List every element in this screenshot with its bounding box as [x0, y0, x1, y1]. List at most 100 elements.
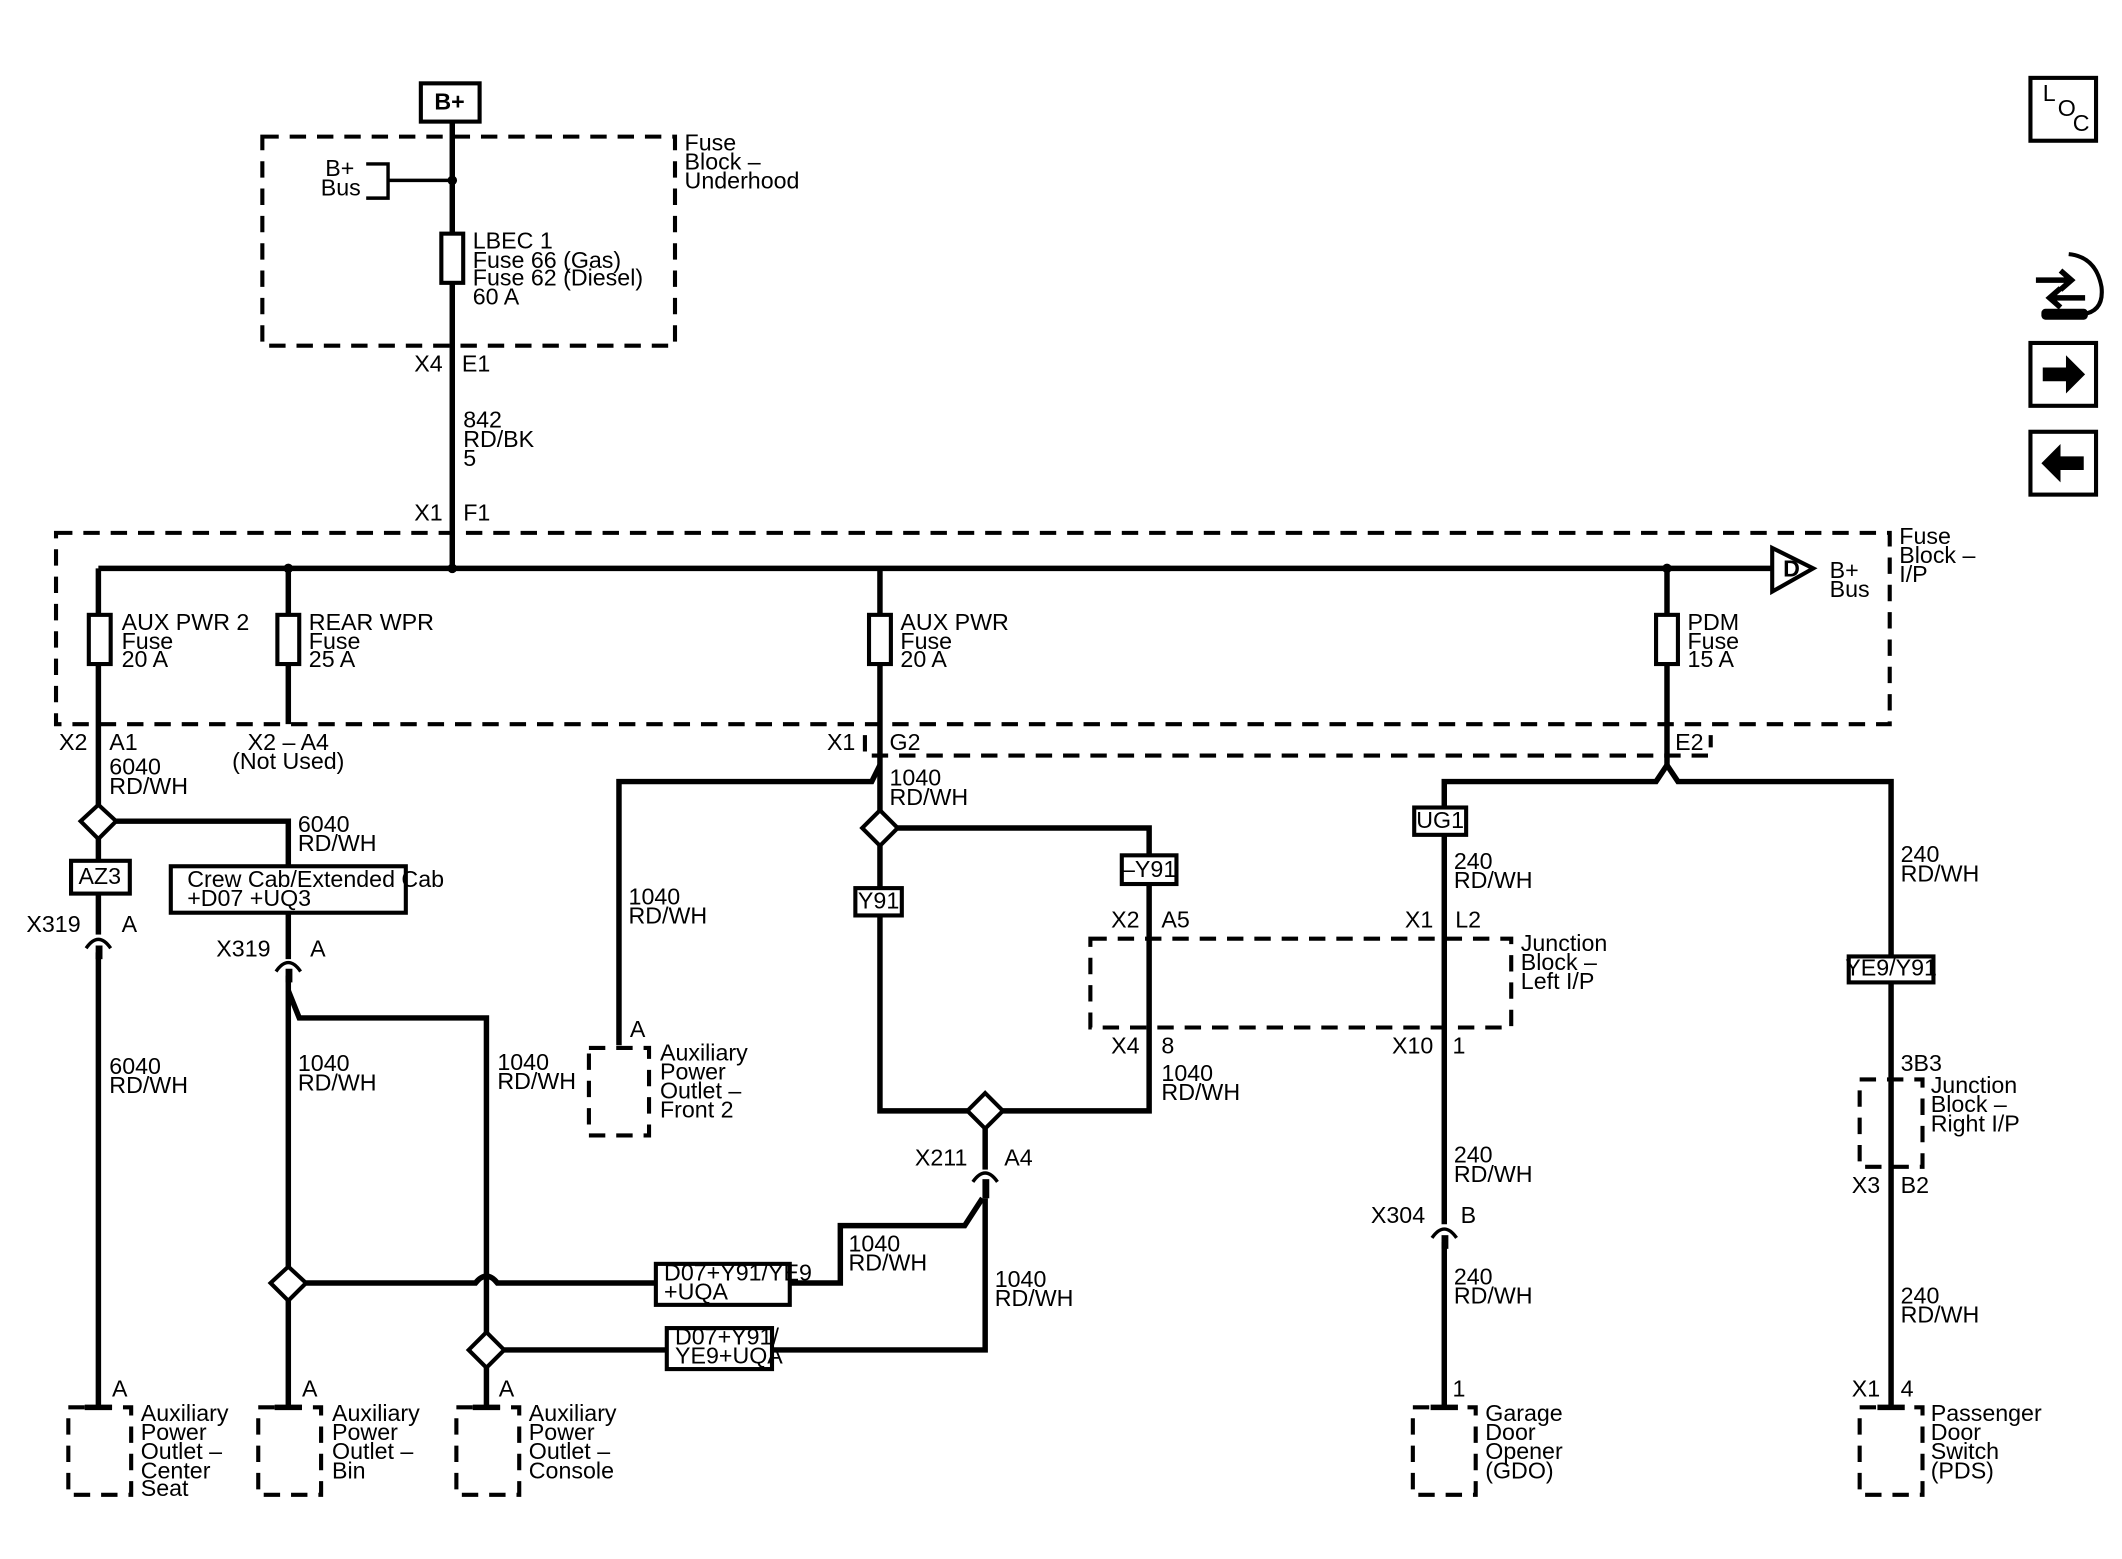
option-minus-y91	[1119, 853, 1179, 887]
option-ye9-y91	[1846, 954, 1936, 985]
component-aux-console	[454, 1405, 522, 1497]
junction-block-right-ip-label: Junction Block – Right I/P	[1931, 1072, 2024, 1136]
pin-pds-4: 4	[1901, 1375, 1914, 1401]
loc-button[interactable]: L O C	[2028, 75, 2099, 143]
fuse-aux-pwr	[866, 612, 893, 667]
fuse-aux-pwr-label: AUX PWR Fuse 20 A	[900, 609, 1015, 672]
wire-label-1040-upper: 1040 RD/WH	[849, 1231, 928, 1276]
component-pds-label: Passenger Door Switch (PDS)	[1931, 1400, 2048, 1483]
component-aux-bin	[256, 1405, 324, 1497]
pin-jb-left-8: 8	[1161, 1032, 1174, 1058]
connector-x319-a: X319	[26, 911, 80, 937]
fuse-pdm-label: PDM Fuse 15 A	[1687, 609, 1745, 672]
component-garage-door-opener	[1410, 1405, 1478, 1497]
underhood-bus-label: B+ Bus	[321, 155, 361, 200]
component-aux-console-label: Auxiliary Power Outlet – Console	[529, 1400, 623, 1483]
option-crew-cab	[168, 864, 408, 915]
option-d07-lower	[664, 1326, 775, 1372]
fuse-block-ip-title: Fuse Block – I/P	[1899, 523, 1982, 587]
wire-label-240-a: 240 RD/WH	[1454, 848, 1533, 893]
fuse-rear-wpr-label: REAR WPR Fuse 25 A	[309, 609, 441, 672]
connector-jb-left-x2: X2	[1111, 907, 1139, 933]
pin-gdo-1: 1	[1452, 1375, 1465, 1401]
connector-x2: X2	[59, 729, 87, 755]
not-used-label: (Not Used)	[232, 748, 344, 774]
wire-label-240-b: 240 RD/WH	[1454, 1142, 1533, 1187]
fuse-block-underhood	[260, 134, 678, 348]
splice-1040	[859, 807, 901, 849]
fuse-lbec1-label: LBEC 1 Fuse 66 (Gas) Fuse 62 (Diesel) 60…	[473, 228, 650, 310]
power-source-label: B+	[434, 88, 464, 114]
component-passenger-door-switch	[1857, 1405, 1925, 1497]
arrow-left-icon	[2041, 444, 2084, 483]
option-ug1-label: UG1	[1416, 807, 1464, 833]
splice-console	[465, 1329, 508, 1371]
wire-label-6040-b: 6040 RD/WH	[298, 811, 377, 856]
component-aux-center-seat-label: Auxiliary Power Outlet – Center Seat	[141, 1400, 235, 1501]
feed-wire-label: 842 RD/BK 5	[463, 407, 540, 471]
junction-block-left-ip-label: Junction Block – Left I/P	[1521, 930, 1614, 994]
pin-jb-left-l2: L2	[1455, 907, 1481, 933]
pin-a1: A1	[109, 729, 137, 755]
pin-x211-a4: A4	[1004, 1144, 1032, 1170]
connector-x304: X304	[1371, 1202, 1425, 1228]
fuse-aux-pwr-2	[86, 612, 113, 667]
pin-jb-right-3b3: 3B3	[1901, 1050, 1942, 1076]
svg-text:O: O	[2058, 95, 2076, 121]
splice-6040	[77, 801, 120, 842]
wire-label-1040-bin: 1040 RD/WH	[298, 1050, 377, 1095]
bus-letter-d: D	[1783, 556, 1800, 582]
option-minus-y91-label: –Y91	[1122, 856, 1176, 882]
fuse-rear-wpr	[275, 612, 302, 667]
pin-f1: F1	[463, 500, 490, 526]
wire-label-1040-console: 1040 RD/WH	[497, 1049, 576, 1094]
connector-jb-left-x4: X4	[1111, 1032, 1139, 1058]
next-page-button[interactable]	[2028, 340, 2099, 408]
pin-e2: E2	[1675, 729, 1703, 755]
harness-connector-icon[interactable]	[2035, 252, 2104, 320]
connector-jb-left-x10: X10	[1392, 1032, 1433, 1058]
splice-bin	[267, 1263, 310, 1304]
option-y91-label: Y91	[858, 888, 899, 914]
fuse-block-ip	[53, 530, 1892, 727]
wire-label-1040-jb: 1040 RD/WH	[1161, 1060, 1240, 1105]
connector-x211: X211	[915, 1144, 968, 1170]
ip-bus-label: B+ Bus	[1830, 557, 1870, 602]
connector-x4: X4	[414, 351, 442, 377]
wire-label-240-c: 240 RD/WH	[1454, 1263, 1533, 1308]
pin-center-a: A	[112, 1375, 128, 1401]
option-ug1	[1412, 805, 1469, 837]
pin-e1: E1	[462, 351, 490, 377]
junction-block-left-ip	[1088, 936, 1514, 1030]
wire-label-1040-front: 1040 RD/WH	[629, 884, 708, 929]
connector-x1-bracket	[862, 735, 1713, 758]
component-aux-front-label: Auxiliary Power Outlet – Front 2	[660, 1039, 754, 1122]
connector-jb-left-x1: X1	[1405, 907, 1433, 933]
wire-label-240-e: 240 RD/WH	[1901, 1282, 1980, 1327]
connector-x319-b: X319	[216, 935, 270, 961]
bus-bracket	[366, 162, 390, 200]
option-ye9-y91-label: YE9/Y91	[1845, 955, 1937, 981]
fuse-lbec1	[439, 231, 466, 285]
junction-block-right-ip	[1857, 1077, 1925, 1169]
svg-text:L: L	[2043, 80, 2056, 106]
pin-bin-a: A	[302, 1375, 318, 1401]
pin-jb-left-1: 1	[1452, 1032, 1465, 1058]
pin-jb-left-a5: A5	[1161, 907, 1189, 933]
connector-jb-right-x3: X3	[1852, 1172, 1880, 1198]
wire-label-1040-spare: 240	[0, 0, 39, 5]
connector-x1: X1	[827, 729, 855, 755]
previous-page-button[interactable]	[2028, 429, 2099, 497]
component-gdo-label: Garage Door Opener (GDO)	[1485, 1400, 1569, 1483]
bus-continuation-arrow	[1770, 544, 1818, 596]
pin-aux-front-a: A	[630, 1016, 646, 1042]
fuse-block-underhood-title: Fuse Block – Underhood	[685, 129, 800, 193]
wire-label-1040-g2: 1040 RD/WH	[890, 765, 969, 810]
component-aux-center-seat	[66, 1405, 134, 1497]
option-crew-cab-label: Crew Cab/Extended Cab +D07 +UQ3	[187, 866, 450, 911]
splice-x211	[964, 1090, 1006, 1132]
pin-console-a: A	[499, 1375, 515, 1401]
option-d07-lower-label: D07+Y91/ YE9+UQA	[675, 1323, 785, 1368]
svg-text:C: C	[2073, 110, 2090, 136]
